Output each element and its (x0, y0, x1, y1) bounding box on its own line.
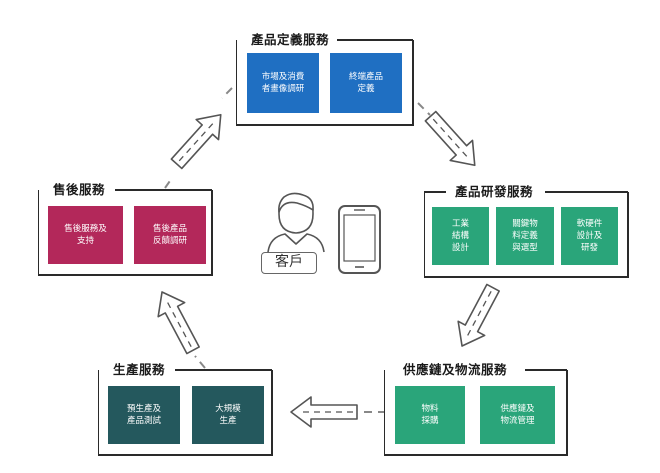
box-line: 預生產及 (126, 404, 161, 414)
box-key-materials: 關鍵物料定義與選型 (496, 207, 554, 265)
box-line: 定義 (357, 84, 375, 94)
box-industrial-design: 工業結構設計 (432, 207, 489, 265)
box-product-definition: 終端產品定義 (330, 53, 402, 113)
box-line: 結構 (451, 231, 469, 241)
box-line: 研發 (580, 243, 598, 253)
panel-title: 產品定義服務 (245, 29, 336, 48)
smartphone-icon (338, 205, 381, 274)
box-line: 反饋調研 (152, 236, 187, 246)
box-line: 採購 (421, 416, 439, 426)
arrow-supply-to-production (290, 396, 358, 428)
arrow-definition-to-rd (418, 105, 487, 177)
customer-label: 客戶 (261, 252, 317, 274)
box-mass-production: 大規模生產 (192, 386, 264, 444)
box-line: 售後產品 (152, 224, 187, 234)
box-line: 大規模 (215, 404, 241, 414)
arrow-rd-to-supply (447, 279, 508, 354)
panel-after-sales: 售後服務 售後服務及支持 售後產品反饋調研 (38, 179, 213, 276)
panel-title: 售後服務 (47, 179, 112, 198)
box-aftersales-support: 售後服務及支持 (48, 206, 123, 264)
box-line: 生產 (219, 416, 237, 426)
panel-product-rd: 產品研發服務 工業結構設計 關鍵物料定義與選型 軟硬件設計及研發 (424, 181, 629, 278)
box-line: 關鍵物 (512, 219, 538, 229)
box-aftersales-feedback: 售後產品反饋調研 (134, 206, 206, 264)
box-line: 支持 (76, 236, 94, 246)
box-line: 物流管理 (500, 416, 535, 426)
panel-title: 供應鏈及物流服務 (397, 359, 514, 378)
box-material-procurement: 物料採購 (395, 386, 465, 444)
box-line: 終端產品 (348, 72, 383, 82)
box-market-research: 市場及消費者畫像調研 (247, 53, 319, 113)
panel-title: 生產服務 (107, 359, 172, 378)
arrow-production-to-aftersales (147, 284, 208, 359)
box-line: 工業 (451, 219, 469, 229)
box-line: 售後服務及 (64, 224, 107, 234)
panel-supply-chain: 供應鏈及物流服務 物料採購 供應鏈及物流管理 (384, 359, 568, 456)
box-line: 者畫像調研 (261, 84, 305, 94)
box-line: 料定義 (512, 231, 538, 241)
box-line: 設計及 (576, 231, 603, 241)
box-hw-sw-design: 軟硬件設計及研發 (561, 207, 618, 265)
box-line: 市場及消費 (261, 72, 305, 82)
box-line: 與選型 (512, 243, 538, 253)
box-line: 軟硬件 (576, 219, 603, 229)
box-preproduction-testing: 預生產及產品測試 (108, 386, 180, 444)
arrow-aftersales-to-definition (164, 103, 233, 175)
box-line: 供應鏈及 (500, 404, 535, 414)
panel-product-definition: 產品定義服務 市場及消費者畫像調研 終端產品定義 (236, 29, 414, 126)
panel-production: 生產服務 預生產及產品測試 大規模生產 (98, 359, 273, 456)
box-line: 產品測試 (126, 416, 161, 426)
person-icon (267, 192, 325, 253)
panel-title: 產品研發服務 (449, 181, 540, 200)
box-line: 設計 (451, 243, 469, 253)
box-line: 物料 (421, 404, 439, 414)
box-supply-logistics: 供應鏈及物流管理 (480, 386, 555, 444)
